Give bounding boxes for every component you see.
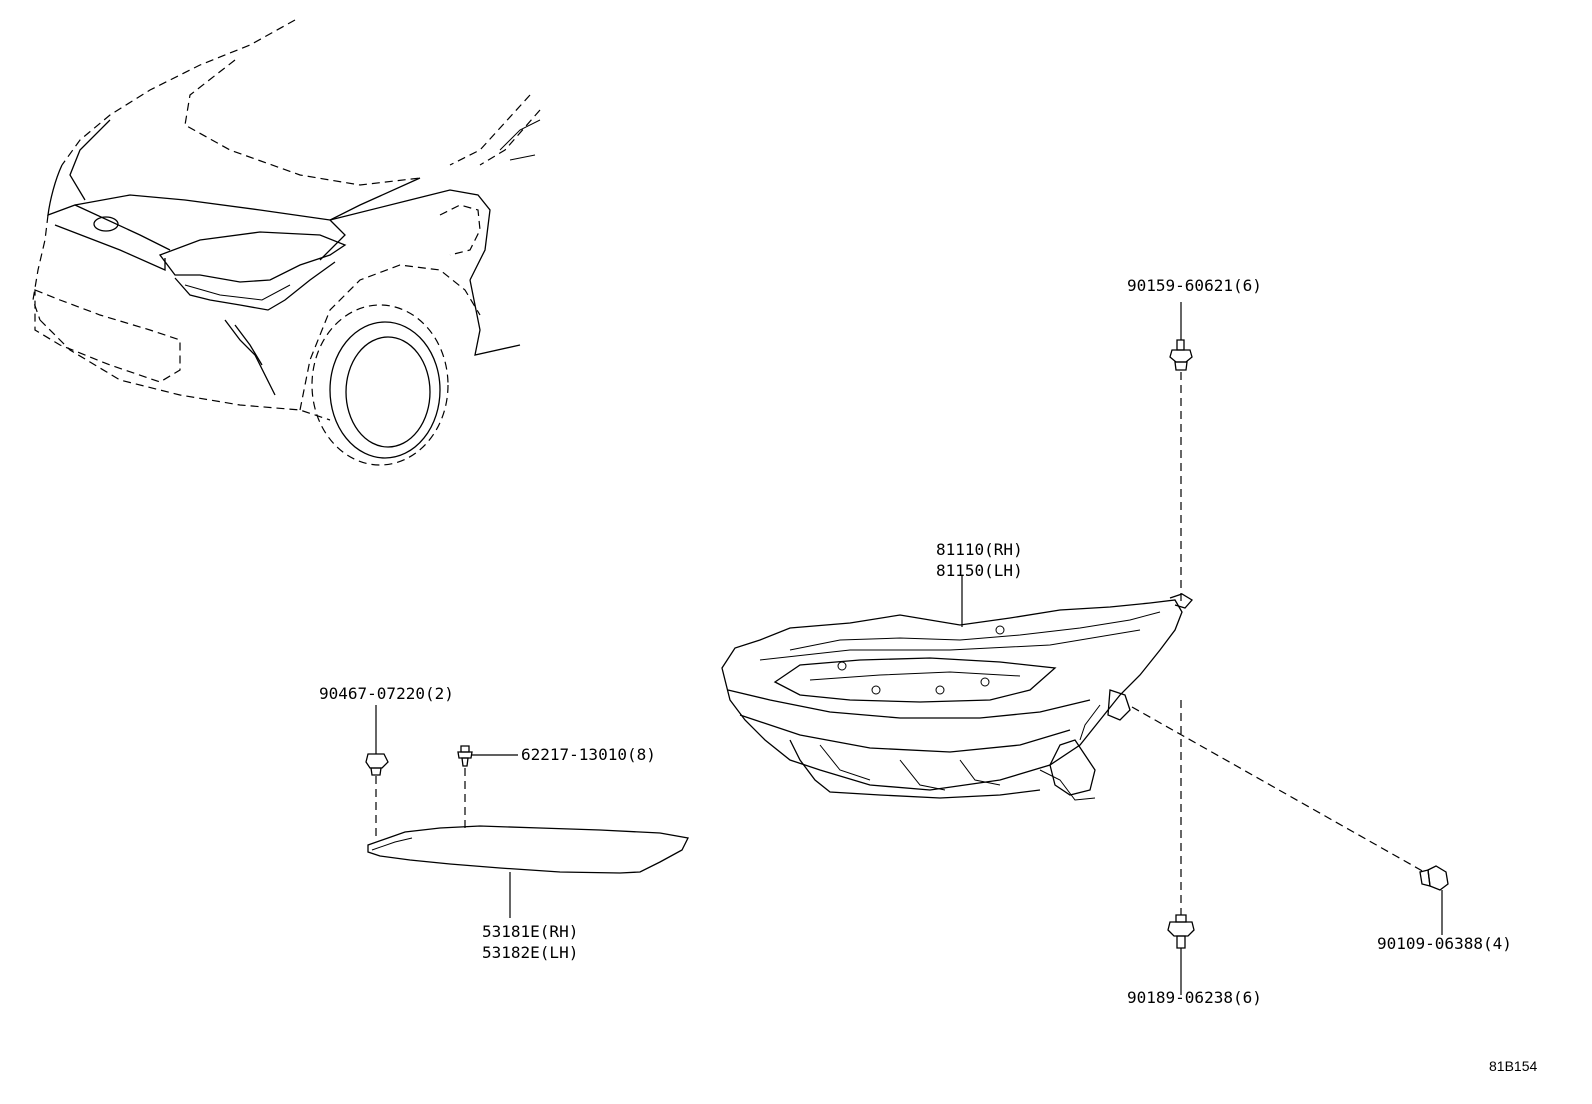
callout-nut-left[interactable]: 90467-07220(2) xyxy=(319,684,454,703)
callout-screw-right[interactable]: 90109-06388(4) xyxy=(1377,934,1512,953)
headlamp-assembly[interactable] xyxy=(721,593,1194,801)
callout-headlamp-lh[interactable]: 81150(LH) xyxy=(936,561,1023,580)
vehicle-front-illustration xyxy=(32,19,541,466)
diagram-code: 81B154 xyxy=(1489,1058,1538,1074)
callout-headlamp-rh[interactable]: 81110(RH) xyxy=(936,540,1023,559)
screw-right-install-line xyxy=(1131,706,1427,874)
callout-cover-rh[interactable]: 53181E(RH) xyxy=(482,922,579,941)
callout-bolt-top[interactable]: 90159-60621(6) xyxy=(1127,276,1262,295)
screw-right-icon[interactable] xyxy=(1419,865,1449,891)
callout-clip[interactable]: 62217-13010(8) xyxy=(521,745,656,764)
bolt-bottom-icon[interactable] xyxy=(1167,914,1195,949)
callout-bolt-bottom[interactable]: 90189-06238(6) xyxy=(1127,988,1262,1007)
callout-cover-lh[interactable]: 53182E(LH) xyxy=(482,943,579,962)
clip-icon[interactable] xyxy=(457,745,473,767)
bolt-top-icon[interactable] xyxy=(1169,339,1193,371)
nut-left-icon[interactable] xyxy=(365,753,389,776)
cover-panel[interactable] xyxy=(367,825,689,874)
